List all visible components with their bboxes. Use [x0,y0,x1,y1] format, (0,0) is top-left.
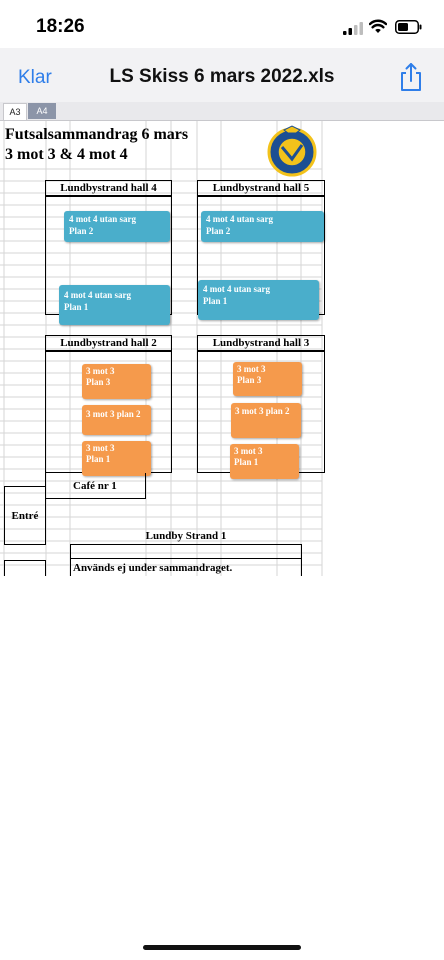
battery-icon [395,20,422,34]
sheet-title-line2: 3 mot 3 & 4 mot 4 [5,146,128,163]
hall-4-plan-1-line2: Plan 1 [64,302,89,312]
sheet-title-line1: Futsalsammandrag 6 mars [5,126,189,143]
entrance-label: Entré [11,510,39,522]
document-title: LS Skiss 6 mars 2022.xls [109,66,335,87]
strand-title: Lundby Strand 1 [145,530,227,542]
hall-2-plan-1-line1: 3 mot 3 [86,443,115,453]
hall-2-plan-2-line1: 3 mot 3 plan 2 [86,409,141,419]
hall-4-plan-2-line1: 4 mot 4 utan sarg [69,214,136,224]
hall-2-plan-3[interactable]: 3 mot 3 Plan 3 [82,364,151,399]
strand-box [70,544,302,576]
entrance-box [4,486,46,545]
hall-4-plan-1[interactable]: 4 mot 4 utan sarg Plan 1 [59,285,170,325]
hall-4-plan-2-line2: Plan 2 [69,226,94,236]
hall-3-plan-3[interactable]: 3 mot 3 Plan 3 [233,362,302,396]
share-icon[interactable] [398,62,424,92]
hall-4-plan-2[interactable]: 4 mot 4 utan sarg Plan 2 [64,211,170,242]
home-indicator[interactable] [143,945,301,950]
club-crest-logo [267,125,317,177]
cafe-label: Café nr 1 [73,480,117,492]
wifi-icon [369,19,387,33]
hall-3-plan-1-line2: Plan 1 [234,457,259,467]
hall-5-plan-2-line1: 4 mot 4 utan sarg [206,214,273,224]
hall-5-plan-1[interactable]: 4 mot 4 utan sarg Plan 1 [198,280,319,320]
hall-3-plan-3-line1: 3 mot 3 [237,364,266,374]
hall-5-title: Lundbystrand hall 5 [212,182,310,194]
hall-5-plan-2-line2: Plan 2 [206,226,231,236]
hall-3-plan-1-line1: 3 mot 3 [234,446,263,456]
hall-3-plan-3-line2: Plan 3 [237,375,262,385]
hall-3-plan-1[interactable]: 3 mot 3 Plan 1 [230,444,299,479]
hall-5-plan-2[interactable]: 4 mot 4 utan sarg Plan 2 [201,211,324,242]
hall-3-plan-2-line1: 3 mot 3 plan 2 [235,406,290,416]
navigation-bar [0,48,444,108]
hall-5-plan-1-line1: 4 mot 4 utan sarg [203,284,270,294]
hall-2-plan-1-line2: Plan 1 [86,454,111,464]
hall-2-plan-2[interactable]: 3 mot 3 plan 2 [82,405,151,435]
sheet-tab-a4[interactable]: A4 [28,103,56,119]
hall-4-plan-1-line1: 4 mot 4 utan sarg [64,290,131,300]
hall-3-plan-2[interactable]: 3 mot 3 plan 2 [231,403,301,438]
hall-2-plan-3-line2: Plan 3 [86,377,111,387]
strand-note: Används ej under sammandraget. [73,562,233,574]
hall-4-title: Lundbystrand hall 4 [60,182,157,194]
spreadsheet-area [0,121,444,576]
hall-5-plan-1-line2: Plan 1 [203,296,228,306]
hall-2-plan-3-line1: 3 mot 3 [86,366,115,376]
hall-2-plan-1[interactable]: 3 mot 3 Plan 1 [82,441,151,476]
left-small-box [4,560,46,576]
sheet-tab-a3[interactable]: A3 [3,103,27,121]
sheet-tab-bar [0,102,444,121]
done-button[interactable]: Klar [18,67,52,88]
hall-3-title: Lundbystrand hall 3 [212,337,310,349]
status-time: 18:26 [36,16,85,37]
hall-2-title: Lundbystrand hall 2 [60,337,157,349]
cellular-signal-icon [343,22,363,35]
